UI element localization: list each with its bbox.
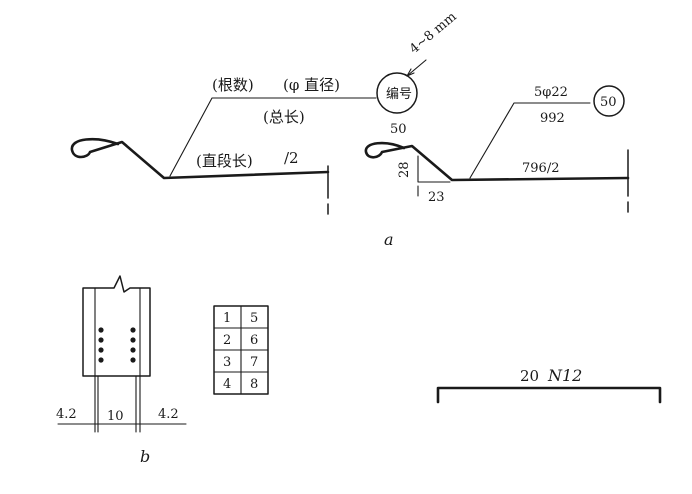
template-bar-shape bbox=[70, 137, 330, 180]
column-section bbox=[57, 275, 187, 433]
bar-number-label: 50 bbox=[600, 95, 617, 110]
rebar-dot bbox=[130, 327, 136, 333]
panel-a-tag: a bbox=[384, 230, 394, 249]
dim-right-label: 4.2 bbox=[158, 407, 179, 422]
straight-bar bbox=[436, 386, 662, 404]
grid-cell: 2 bbox=[223, 333, 231, 348]
annotated-bar-template bbox=[70, 59, 427, 215]
grid-cell: 4 bbox=[223, 377, 231, 392]
dim-left-label: 4.2 bbox=[56, 407, 77, 422]
bend-height-label: 28 bbox=[397, 161, 412, 178]
grid-cell: 5 bbox=[250, 311, 258, 326]
straight-length-label: (直段长) bbox=[196, 152, 253, 170]
example-bar bbox=[364, 85, 630, 213]
bar-type-label: N12 bbox=[547, 366, 582, 385]
count-label: (根数) bbox=[212, 76, 254, 94]
bar-spec-label: 5φ22 bbox=[534, 85, 568, 100]
hook-length-label: 50 bbox=[390, 122, 407, 137]
bar-count-label: 20 bbox=[520, 367, 539, 385]
bar-number-circle bbox=[593, 85, 625, 117]
circle-size-arrow bbox=[406, 59, 427, 77]
rebar-dot bbox=[130, 357, 136, 363]
grid-cell: 8 bbox=[250, 377, 258, 392]
circle-size-arrowhead bbox=[406, 68, 415, 77]
rebar-dot bbox=[130, 337, 136, 343]
panel-b-tag: b bbox=[140, 447, 150, 466]
grid-cell: 1 bbox=[223, 311, 231, 326]
diameter-label: (φ 直径) bbox=[283, 76, 340, 94]
bend-offset-label: 23 bbox=[428, 190, 445, 205]
straight-length-div: /2 bbox=[284, 149, 299, 167]
total-length-label: (总长) bbox=[263, 108, 305, 126]
number-circle-label: 编号 bbox=[386, 87, 412, 102]
rebar-dot bbox=[130, 347, 136, 353]
straight-bar-shape bbox=[436, 386, 662, 404]
straight-length-value: 796/2 bbox=[522, 161, 559, 176]
dim-middle-label: 10 bbox=[107, 409, 124, 424]
circle-size-label: 4~8 mm bbox=[407, 9, 460, 57]
rebar-dot bbox=[98, 337, 104, 343]
grid-cell: 3 bbox=[223, 355, 231, 370]
column-outline bbox=[82, 275, 151, 377]
grid-cell: 7 bbox=[250, 355, 258, 370]
rebar-dot bbox=[98, 357, 104, 363]
grid-cell: 6 bbox=[250, 333, 258, 348]
example-bar-shape bbox=[364, 141, 630, 182]
example-leader-line bbox=[469, 102, 591, 179]
rebar-dot bbox=[98, 347, 104, 353]
number-circle bbox=[376, 72, 418, 114]
template-leader-line bbox=[169, 97, 377, 177]
rebar-dot bbox=[98, 327, 104, 333]
bar-number-grid bbox=[213, 305, 269, 395]
total-length-value: 992 bbox=[540, 111, 565, 126]
bend-height-dim bbox=[417, 155, 451, 183]
